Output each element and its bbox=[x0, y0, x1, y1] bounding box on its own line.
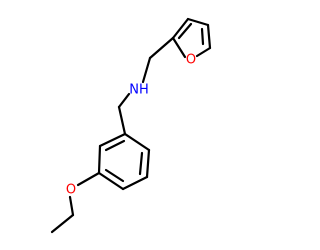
furan-bond-c4-c5 bbox=[206, 23, 212, 50]
furan-bond-c3-c4 bbox=[186, 17, 210, 27]
bond-ch2-ch3 bbox=[50, 213, 75, 234]
benzene-bond-6-1 bbox=[98, 132, 127, 148]
furan-double-bond-c2-c3 bbox=[177, 22, 193, 40]
benzene-bond-5-6 bbox=[97, 144, 102, 175]
furan-bond-c2-c3 bbox=[171, 17, 190, 40]
molecule-structure: O NH O bbox=[50, 17, 212, 234]
structure-canvas: O NH O bbox=[50, 17, 212, 234]
benzene-bond-1-2 bbox=[123, 132, 151, 152]
furan-bond-o-c2 bbox=[171, 36, 187, 59]
bond-ether-o-ch2 bbox=[68, 195, 75, 217]
benzene-double-bond-6-1 bbox=[104, 139, 126, 152]
bond-c2-ch2 bbox=[148, 36, 175, 60]
benzene-bond-3-4 bbox=[121, 175, 149, 191]
furan-oxygen-label: O bbox=[186, 53, 196, 68]
benzene-bond-4-5 bbox=[97, 171, 125, 191]
bond-ch2-nh bbox=[141, 56, 152, 84]
furan-double-bond-c4-c5 bbox=[200, 27, 205, 46]
furan-bond-c5-o bbox=[195, 46, 212, 58]
bond-ch2-benzene bbox=[117, 105, 127, 136]
ether-oxygen-label: O bbox=[66, 183, 76, 198]
benzene-bond-2-3 bbox=[145, 148, 151, 179]
bond-nh-ch2 bbox=[117, 92, 131, 109]
benzene-double-bond-2-3 bbox=[138, 151, 144, 176]
bond-ring-ether-o bbox=[76, 171, 101, 187]
benzene-double-bond-4-5 bbox=[104, 168, 125, 183]
amine-nh-label: NH bbox=[129, 83, 149, 98]
